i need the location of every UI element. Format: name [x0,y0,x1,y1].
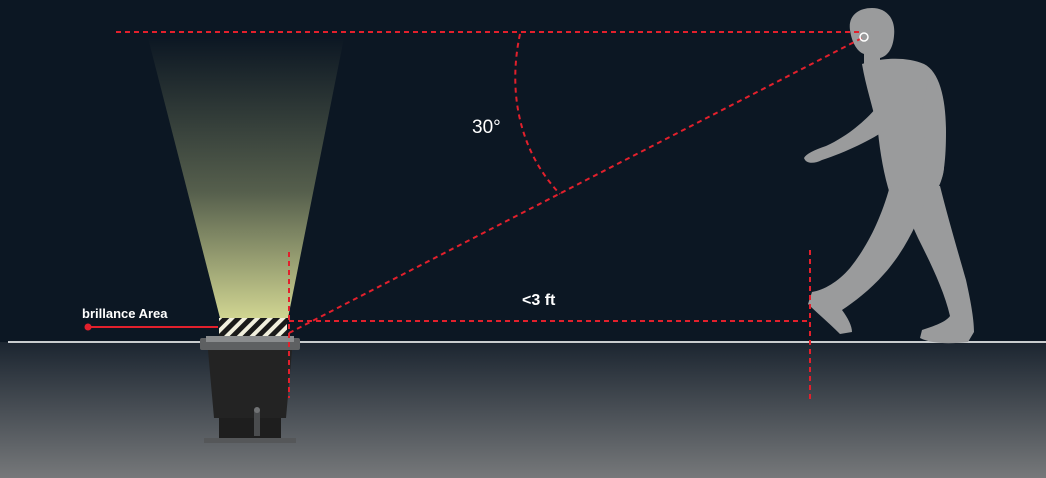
inground-uplight-icon [200,336,300,443]
angle-arc [514,33,561,195]
light-beam [148,38,344,318]
angle-label: 30° [472,117,501,138]
brilliance-area-label: brillance Area [82,306,168,321]
ground [0,342,1046,478]
eye-marker [859,32,869,42]
brilliance-pointer-dot [84,323,92,331]
brilliance-area [219,318,287,340]
guide-lines [116,31,865,400]
walking-person-icon [804,8,974,344]
distance-label: <3 ft [522,292,556,309]
